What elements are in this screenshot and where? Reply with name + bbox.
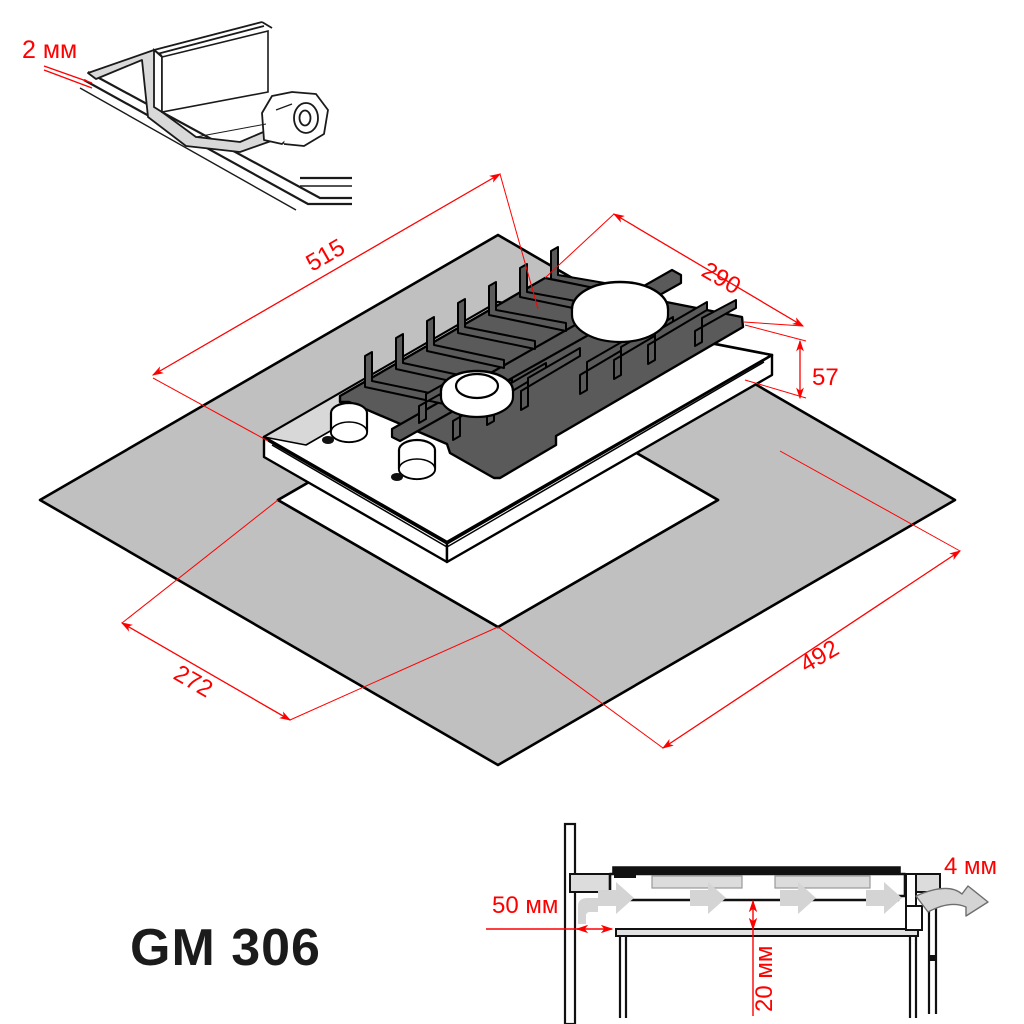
dimension-annotations [120, 173, 962, 749]
knob-left[interactable] [329, 401, 369, 444]
dimension-515 [151, 173, 539, 442]
section-mounting-bracket [905, 873, 923, 931]
retaining-clip-icon [261, 91, 329, 147]
installation-cross-section: 50 мм 20 мм 4 мм [486, 822, 997, 1024]
dimension-272 [120, 499, 499, 721]
burner-small [439, 369, 515, 419]
edge-detail-hairline [195, 123, 267, 138]
model-name-label: GM 306 [130, 919, 321, 977]
section-cabinet-shelf [615, 928, 919, 937]
knob-left-indicator-dot [322, 436, 334, 444]
dimension-20mm-label: 20 мм [751, 946, 778, 1012]
section-wall [563, 822, 577, 1024]
edge-thickness-detail: 2 мм [22, 21, 352, 211]
knob-right-indicator-dot [391, 473, 403, 481]
section-hob-corner-block [614, 868, 636, 878]
knob-right[interactable] [397, 438, 437, 481]
dimension-290-label: 290 [697, 257, 745, 300]
edge-back-wall [153, 48, 163, 114]
dimension-50mm-label: 50 мм [492, 892, 558, 919]
edge-detail-leader-lines [43, 65, 93, 89]
edge-thickness-label: 2 мм [22, 36, 77, 64]
dimension-492 [497, 450, 962, 749]
overhang-callout-arrow-icon [915, 885, 989, 917]
dimension-272-label: 272 [169, 660, 217, 703]
dimension-492-label: 492 [796, 635, 844, 678]
dimension-57 [744, 324, 807, 400]
dimension-57-label: 57 [812, 364, 839, 391]
section-cabinet-sides [618, 936, 918, 1018]
airflow-arrows [578, 882, 902, 924]
dimension-515-label: 515 [302, 234, 350, 277]
dimension-4mm-label: 4 мм [944, 853, 997, 880]
section-right-rail [927, 906, 938, 1014]
burner-large [570, 280, 670, 344]
main-isometric-view: 515 290 57 272 492 [38, 173, 962, 767]
edge-inner-wall [161, 29, 269, 113]
dimension-290 [544, 213, 805, 327]
